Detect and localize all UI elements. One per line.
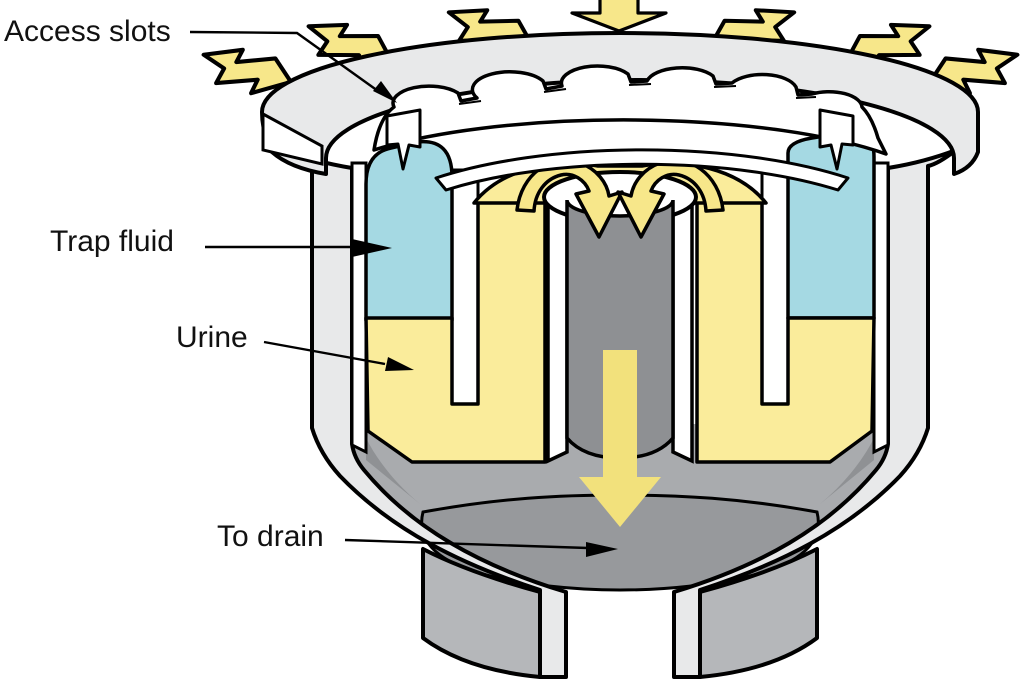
wall-cut-face-right <box>872 161 890 455</box>
leader-line-urine <box>263 340 386 366</box>
drain-spout-right <box>698 547 819 679</box>
leader-arrowhead-urine <box>385 357 414 371</box>
access-slot-lines <box>458 83 817 105</box>
label-urine: Urine <box>176 321 248 354</box>
baffle-wall-right <box>760 168 790 406</box>
tube-wall-left <box>546 196 569 464</box>
annotations: Access slots Trap fluid Urine To drain <box>4 15 618 557</box>
inflow-arrow-down-icon <box>570 0 668 33</box>
leader-arrowhead-trap-fluid <box>352 239 392 257</box>
drain-spout-left <box>421 547 542 679</box>
flange-cut-face <box>261 111 324 166</box>
inner-cover-ring <box>434 148 850 192</box>
trap-fluid-region-left <box>364 139 454 322</box>
inflow-arrows <box>200 0 1021 97</box>
leader-arrowhead-to-drain <box>586 542 618 557</box>
flange-rim <box>260 31 980 176</box>
wall-cut-face-left <box>350 161 368 455</box>
leader-arrowhead-access-slots <box>373 81 397 103</box>
access-slots-cover <box>372 64 888 156</box>
overflow-arrows <box>515 158 725 239</box>
baffle-wall-left <box>450 168 480 406</box>
tube-wall-right <box>671 196 694 464</box>
label-access-slots: Access slots <box>4 15 171 48</box>
label-to-drain: To drain <box>217 520 324 553</box>
leader-line-to-drain <box>344 538 589 550</box>
label-trap-fluid: Trap fluid <box>50 225 174 258</box>
baffle-tab-right <box>818 108 855 171</box>
baffle-tab-left <box>385 108 422 171</box>
trap-fluid-region-right <box>786 129 876 320</box>
leader-line-access-slots <box>189 30 379 92</box>
flow-down-arrow-icon <box>579 350 661 527</box>
